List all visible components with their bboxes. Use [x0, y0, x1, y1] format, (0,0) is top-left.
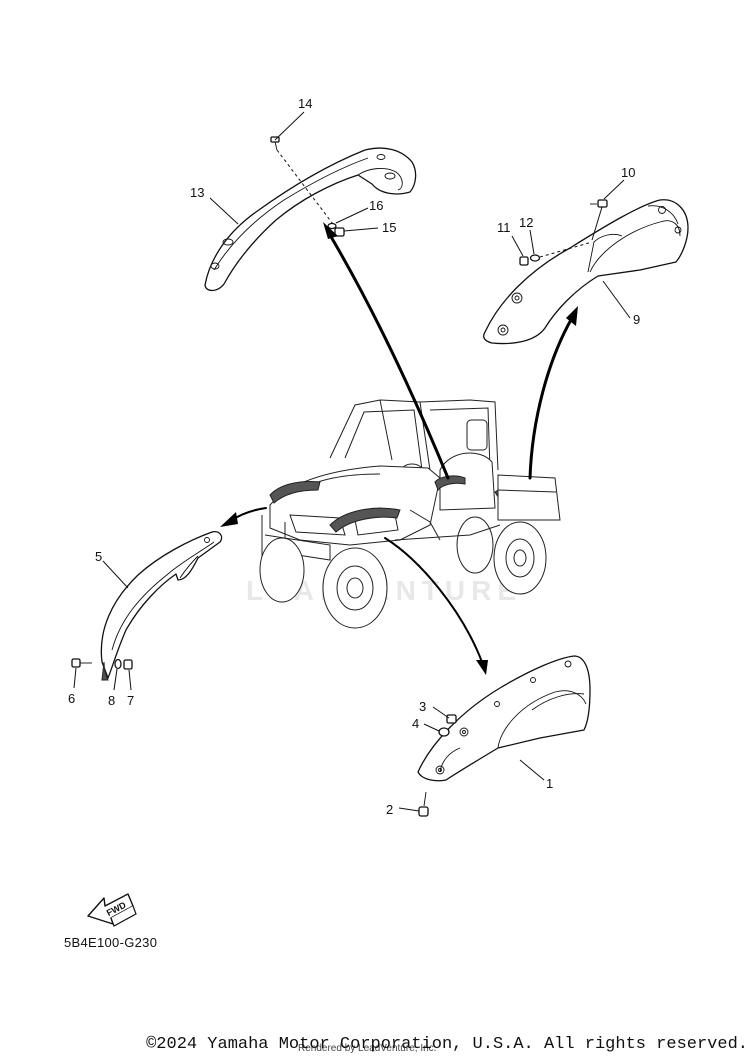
part-10-bolt[interactable]	[590, 199, 608, 208]
part-5-front-fender[interactable]	[100, 531, 223, 681]
leader-2	[398, 807, 420, 812]
arrow-to-part-13	[323, 222, 450, 480]
part-16-washer[interactable]	[327, 222, 337, 230]
arrow-to-part-9	[528, 306, 578, 480]
leader-13	[209, 197, 239, 225]
leader-9	[602, 280, 631, 319]
leader-14	[274, 111, 305, 141]
dashed-leader-14	[276, 149, 337, 229]
callout-3[interactable]: 3	[419, 699, 426, 714]
callout-14[interactable]: 14	[298, 96, 312, 111]
callout-2[interactable]: 2	[386, 802, 393, 817]
part-13-cover[interactable]	[204, 147, 417, 292]
callout-13[interactable]: 13	[190, 185, 204, 200]
callout-8[interactable]: 8	[108, 693, 115, 708]
callout-9[interactable]: 9	[633, 312, 640, 327]
leader-7	[128, 669, 132, 691]
part-9-rear-fender[interactable]	[483, 199, 689, 345]
leader-11	[511, 235, 524, 257]
part-11-nut[interactable]	[519, 256, 529, 266]
callout-4[interactable]: 4	[412, 716, 419, 731]
fwd-arrow-icon: FWD	[87, 893, 137, 927]
part-7-nut[interactable]	[123, 659, 133, 670]
part-12-collar[interactable]	[529, 254, 541, 262]
rendered-by-text: Rendered by LeadVenture, Inc.	[298, 1043, 437, 1054]
part-2-bolt[interactable]	[418, 791, 429, 817]
callout-12[interactable]: 12	[519, 215, 533, 230]
callout-16[interactable]: 16	[369, 198, 383, 213]
diagram-code: 5B4E100-G230	[64, 935, 158, 950]
leader-4	[423, 723, 440, 732]
callout-5[interactable]: 5	[95, 549, 102, 564]
callout-1[interactable]: 1	[546, 776, 553, 791]
utv-vehicle-illustration	[259, 399, 561, 629]
callout-10[interactable]: 10	[621, 165, 635, 180]
part-1-front-fender[interactable]	[417, 655, 591, 782]
arrow-to-part-1	[384, 537, 488, 675]
leader-6	[73, 667, 77, 689]
arrow-to-part-5	[220, 507, 267, 527]
part-3-nut[interactable]	[446, 714, 457, 724]
leader-3	[432, 706, 450, 719]
part-4-collar[interactable]	[438, 727, 450, 737]
leader-8	[113, 668, 118, 691]
callout-15[interactable]: 15	[382, 220, 396, 235]
leader-1	[519, 759, 545, 781]
leader-5	[102, 560, 129, 589]
leader-10	[603, 179, 625, 200]
part-8-washer[interactable]	[114, 658, 122, 670]
leader-10b	[591, 206, 603, 241]
part-6-bolt[interactable]	[71, 658, 92, 668]
leader-15	[343, 227, 379, 232]
part-14-bolt[interactable]	[270, 136, 280, 151]
callout-11[interactable]: 11	[497, 220, 511, 235]
callout-7[interactable]: 7	[127, 693, 134, 708]
leader-12	[529, 229, 535, 255]
copyright-notice: ©2024 Yamaha Motor Corporation, U.S.A. A…	[146, 1035, 748, 1054]
leader-16	[335, 207, 369, 224]
callout-6[interactable]: 6	[68, 691, 75, 706]
part-15-nut[interactable]	[334, 227, 345, 237]
